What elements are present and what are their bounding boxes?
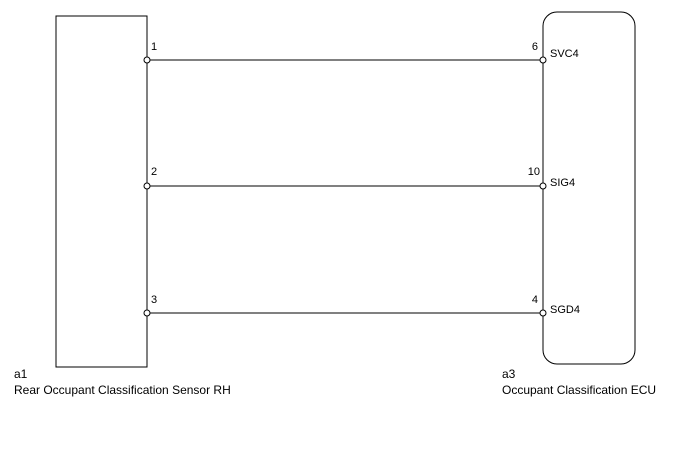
right-pin-signal: SVC4 [550,48,579,60]
wire-3: 3 4 SGD4 [143,294,580,317]
right-pin-number: 6 [532,41,538,53]
wire-1: 1 6 SVC4 [143,41,579,64]
ecu-component-name: Occupant Classification ECU [502,383,656,397]
left-terminal [143,309,151,317]
right-pin-signal: SGD4 [550,304,580,316]
left-pin-number: 1 [151,41,157,53]
right-terminal [539,56,547,64]
sensor-component-name: Rear Occupant Classification Sensor RH [14,383,231,397]
left-pin-number: 2 [151,166,157,178]
right-pin-signal: SIG4 [550,177,575,189]
left-terminal [143,56,151,64]
left-terminal [143,182,151,190]
right-pin-number: 10 [528,166,540,178]
ecu-component-id: a3 [502,367,516,381]
sensor-component-box [55,15,148,368]
left-pin-number: 3 [151,294,157,306]
right-terminal [539,182,547,190]
sensor-component-id: a1 [14,367,28,381]
right-terminal [539,309,547,317]
wire-2: 2 10 SIG4 [143,166,575,190]
right-pin-number: 4 [532,294,538,306]
